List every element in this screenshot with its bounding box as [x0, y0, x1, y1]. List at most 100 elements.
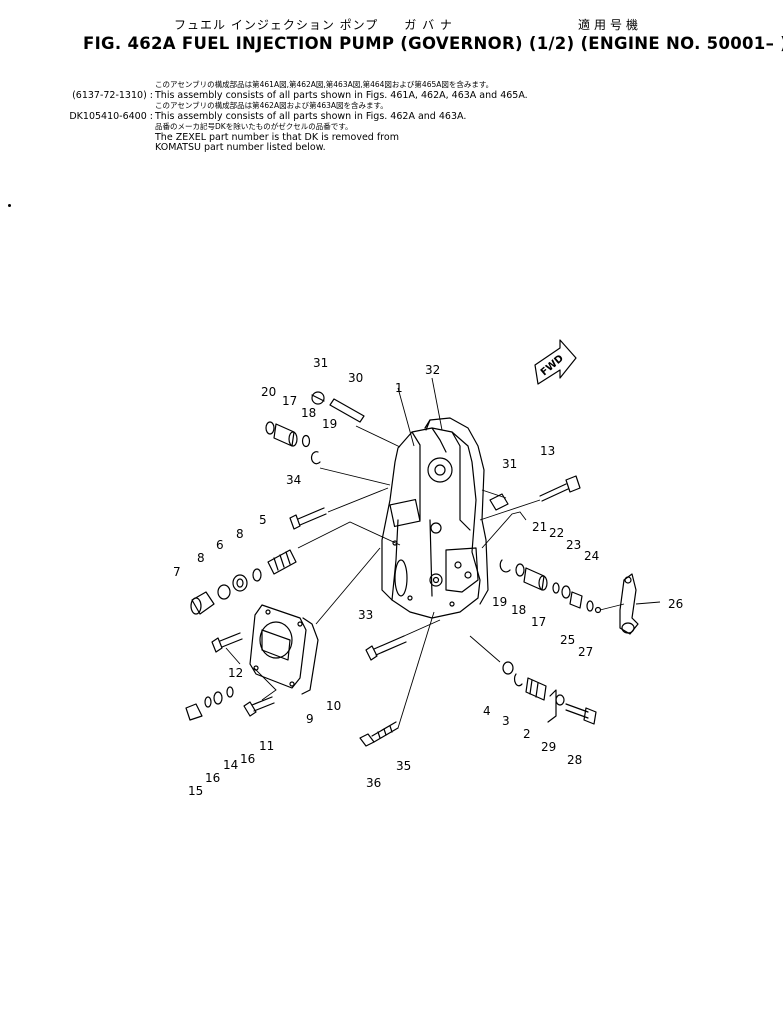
callout-number: 4 [483, 704, 491, 718]
callout-number: 11 [259, 739, 274, 753]
callout-number: 8 [236, 527, 244, 541]
callout-number: 16 [240, 752, 255, 766]
bolt-part [365, 635, 407, 661]
o-ring-part [301, 434, 311, 448]
screw-part [211, 632, 243, 653]
screw-part [311, 391, 325, 405]
callout-number: 24 [584, 549, 599, 563]
leader-lines [225, 377, 661, 729]
note-row: このアセンブリの構成部品は第461A図,第462A図,第463A図,第464図お… [0, 80, 783, 91]
o-ring-part [515, 563, 525, 577]
callout-number: 10 [326, 699, 341, 713]
note-row: KOMATSU part number listed below. [0, 142, 783, 154]
screw-part [243, 696, 275, 717]
nut-part [569, 591, 583, 609]
nut-part [252, 568, 262, 582]
callout-number: 34 [286, 473, 301, 487]
washer-part [561, 585, 571, 599]
bracket-part [547, 689, 557, 723]
callout-number: 31 [313, 356, 328, 370]
stud-part [371, 721, 399, 743]
callout-number: 28 [567, 753, 582, 767]
cover-gasket [301, 617, 319, 695]
callout-number: 7 [173, 565, 181, 579]
callout-number: 13 [540, 444, 555, 458]
note-row: このアセンブリの構成部品は第462A図および第463A図を含みます。 [0, 101, 783, 112]
sleeve-part [273, 423, 298, 447]
callout-number: 6 [216, 538, 224, 552]
nut-part [217, 584, 231, 600]
callout-number: 29 [541, 740, 556, 754]
note-text-jp: 品番のメーカ記号DKを除いたものがゼクセルの品番です。 [155, 122, 353, 131]
note-row: (6137-72-1310) : This assembly consists … [0, 89, 783, 102]
callout-number: 19 [322, 417, 337, 431]
callout-number: 1 [395, 381, 403, 395]
note-row: 品番のメーカ記号DKを除いたものがゼクセルの品番です。 [0, 122, 783, 133]
callout-number: 2 [523, 727, 531, 741]
lever-part [619, 573, 639, 635]
clip-part [310, 451, 321, 465]
ring-part [226, 686, 234, 698]
washer-part [586, 600, 594, 612]
note-row: DK105410-6400 : This assembly consists o… [0, 110, 783, 123]
callout-number: 8 [197, 551, 205, 565]
callout-number: 19 [492, 595, 507, 609]
assembly-notes: このアセンブリの構成部品は第461A図,第462A図,第463A図,第464図お… [0, 80, 783, 154]
callout-number: 33 [358, 608, 373, 622]
fwd-arrow-icon [534, 339, 577, 385]
cap-nut-part [190, 591, 215, 615]
callout-number: 17 [531, 615, 546, 629]
note-code: DK105410-6400 : [69, 110, 153, 122]
ring-part [204, 696, 212, 708]
sleeve-part [523, 567, 548, 591]
callout-number: 15 [188, 784, 203, 798]
callout-number: 23 [566, 538, 581, 552]
note-code: (6137-72-1310) : [72, 89, 153, 101]
callout-number: 18 [511, 603, 526, 617]
stray-mark [8, 204, 11, 207]
callout-number: 22 [549, 526, 564, 540]
washer-part [213, 691, 223, 705]
cap-part [185, 703, 203, 721]
callout-number: 14 [223, 758, 238, 772]
bolt-part [539, 475, 581, 502]
ring-part [552, 582, 560, 594]
japanese-applicability-label: 適用号機 [578, 18, 643, 32]
note-text-jp: このアセンブリの構成部品は第461A図,第462A図,第463A図,第464図お… [155, 80, 494, 89]
governor-housing [381, 427, 481, 619]
callout-number: 32 [425, 363, 440, 377]
figure-title: FIG. 462A FUEL INJECTION PUMP (GOVERNOR)… [83, 34, 783, 53]
adjusting-screw-part [525, 677, 547, 701]
note-text: This assembly consists of all parts show… [155, 89, 528, 101]
japanese-title: フュエル インジェクション ポンプ ガ バ ナ [174, 18, 453, 32]
clip-part [499, 559, 511, 573]
callout-number: 31 [502, 457, 517, 471]
o-ring-part [502, 661, 514, 675]
washer-part [232, 574, 248, 592]
note-text: The ZEXEL part number is that DK is remo… [155, 131, 399, 143]
screw-part [489, 493, 509, 511]
pin-part [329, 398, 365, 423]
callout-number: 26 [668, 597, 683, 611]
adjusting-screw-part [267, 549, 297, 575]
callout-number: 12 [228, 666, 243, 680]
clip-part [513, 673, 523, 687]
callout-number: 25 [560, 633, 575, 647]
callout-number: 16 [205, 771, 220, 785]
pin-part [594, 606, 602, 614]
cap-part [265, 421, 275, 435]
note-text-jp: このアセンブリの構成部品は第462A図および第463A図を含みます。 [155, 101, 388, 110]
callout-number: 35 [396, 759, 411, 773]
bolt-part [565, 703, 597, 725]
note-text: KOMATSU part number listed below. [155, 142, 326, 153]
callout-number: 20 [261, 385, 276, 399]
callout-number: 5 [259, 513, 267, 527]
callout-number: 3 [502, 714, 510, 728]
callout-number: 21 [532, 520, 547, 534]
washer-part [555, 694, 565, 706]
bolt-part [289, 507, 327, 530]
callout-number: 9 [306, 712, 314, 726]
callout-number: 30 [348, 371, 363, 385]
callout-number: 36 [366, 776, 381, 790]
